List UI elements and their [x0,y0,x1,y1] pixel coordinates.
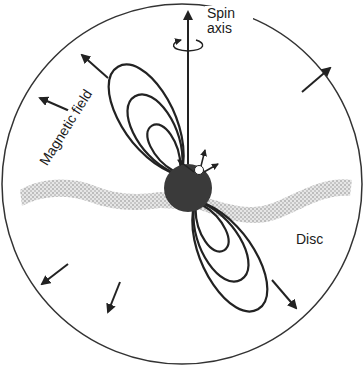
field-label: Magnetic field [36,86,97,171]
pole-arrows [178,150,218,172]
spin-arrow [173,40,202,51]
spin-axis [187,12,189,164]
outer-circle [2,4,362,364]
disc-label: Disc [294,232,325,247]
hot-spot [195,166,204,175]
axis-label: Spin axis [205,6,253,37]
